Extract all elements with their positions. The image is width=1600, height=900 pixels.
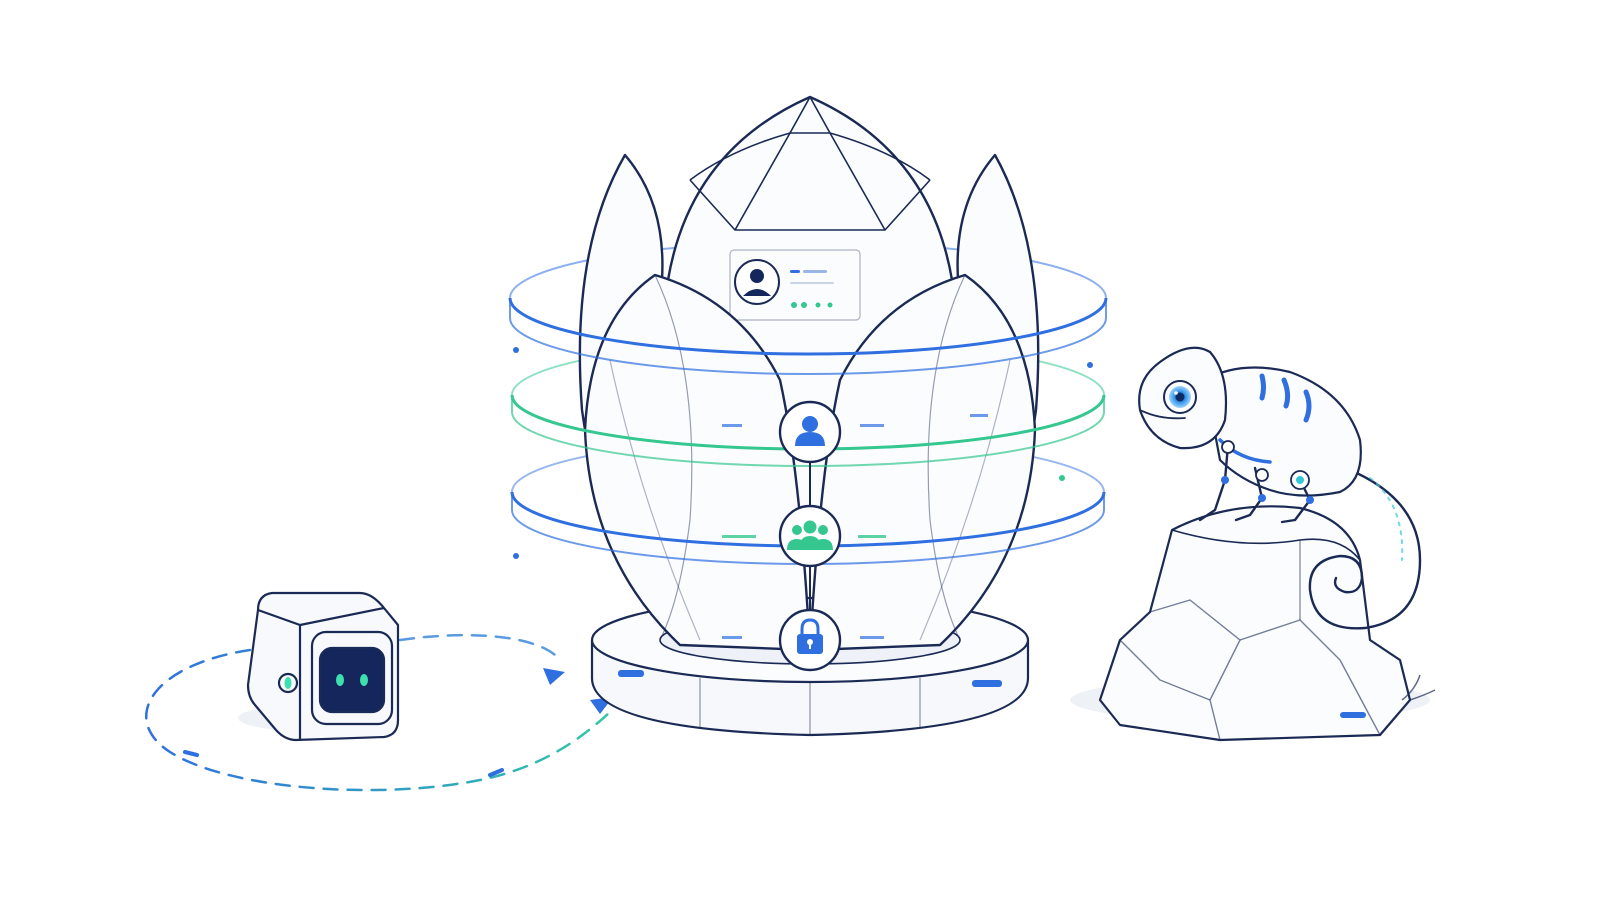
pod	[578, 95, 1040, 652]
lock-icon	[797, 618, 823, 654]
ring-outer-top	[508, 297, 1108, 356]
arrow-down-icon	[543, 668, 565, 685]
rings-front	[508, 297, 1108, 639]
orbit-path-top	[398, 633, 562, 662]
user-icon	[795, 416, 825, 446]
node-lock	[778, 608, 842, 672]
cube-face-screen	[318, 646, 386, 714]
cube-eye-right	[360, 674, 368, 686]
chameleon-body	[1203, 366, 1362, 497]
id-card	[734, 259, 834, 308]
chameleon	[1138, 346, 1422, 630]
base-light-right	[972, 680, 1002, 687]
node-user	[778, 400, 842, 464]
chameleon-leg-front	[1198, 443, 1230, 522]
orbit-path	[145, 633, 612, 792]
base-light-left	[618, 670, 644, 677]
chameleon-stripes	[1259, 373, 1312, 423]
group-icon	[787, 520, 833, 550]
cube-eye-left	[336, 674, 344, 686]
rock	[1098, 505, 1436, 742]
orbit-path-loop	[145, 648, 612, 792]
rock-light	[1340, 712, 1366, 718]
agent-cube	[246, 591, 400, 742]
chameleon-leg-back	[1280, 478, 1312, 524]
node-group	[778, 504, 842, 568]
chameleon-tail	[1308, 468, 1422, 630]
